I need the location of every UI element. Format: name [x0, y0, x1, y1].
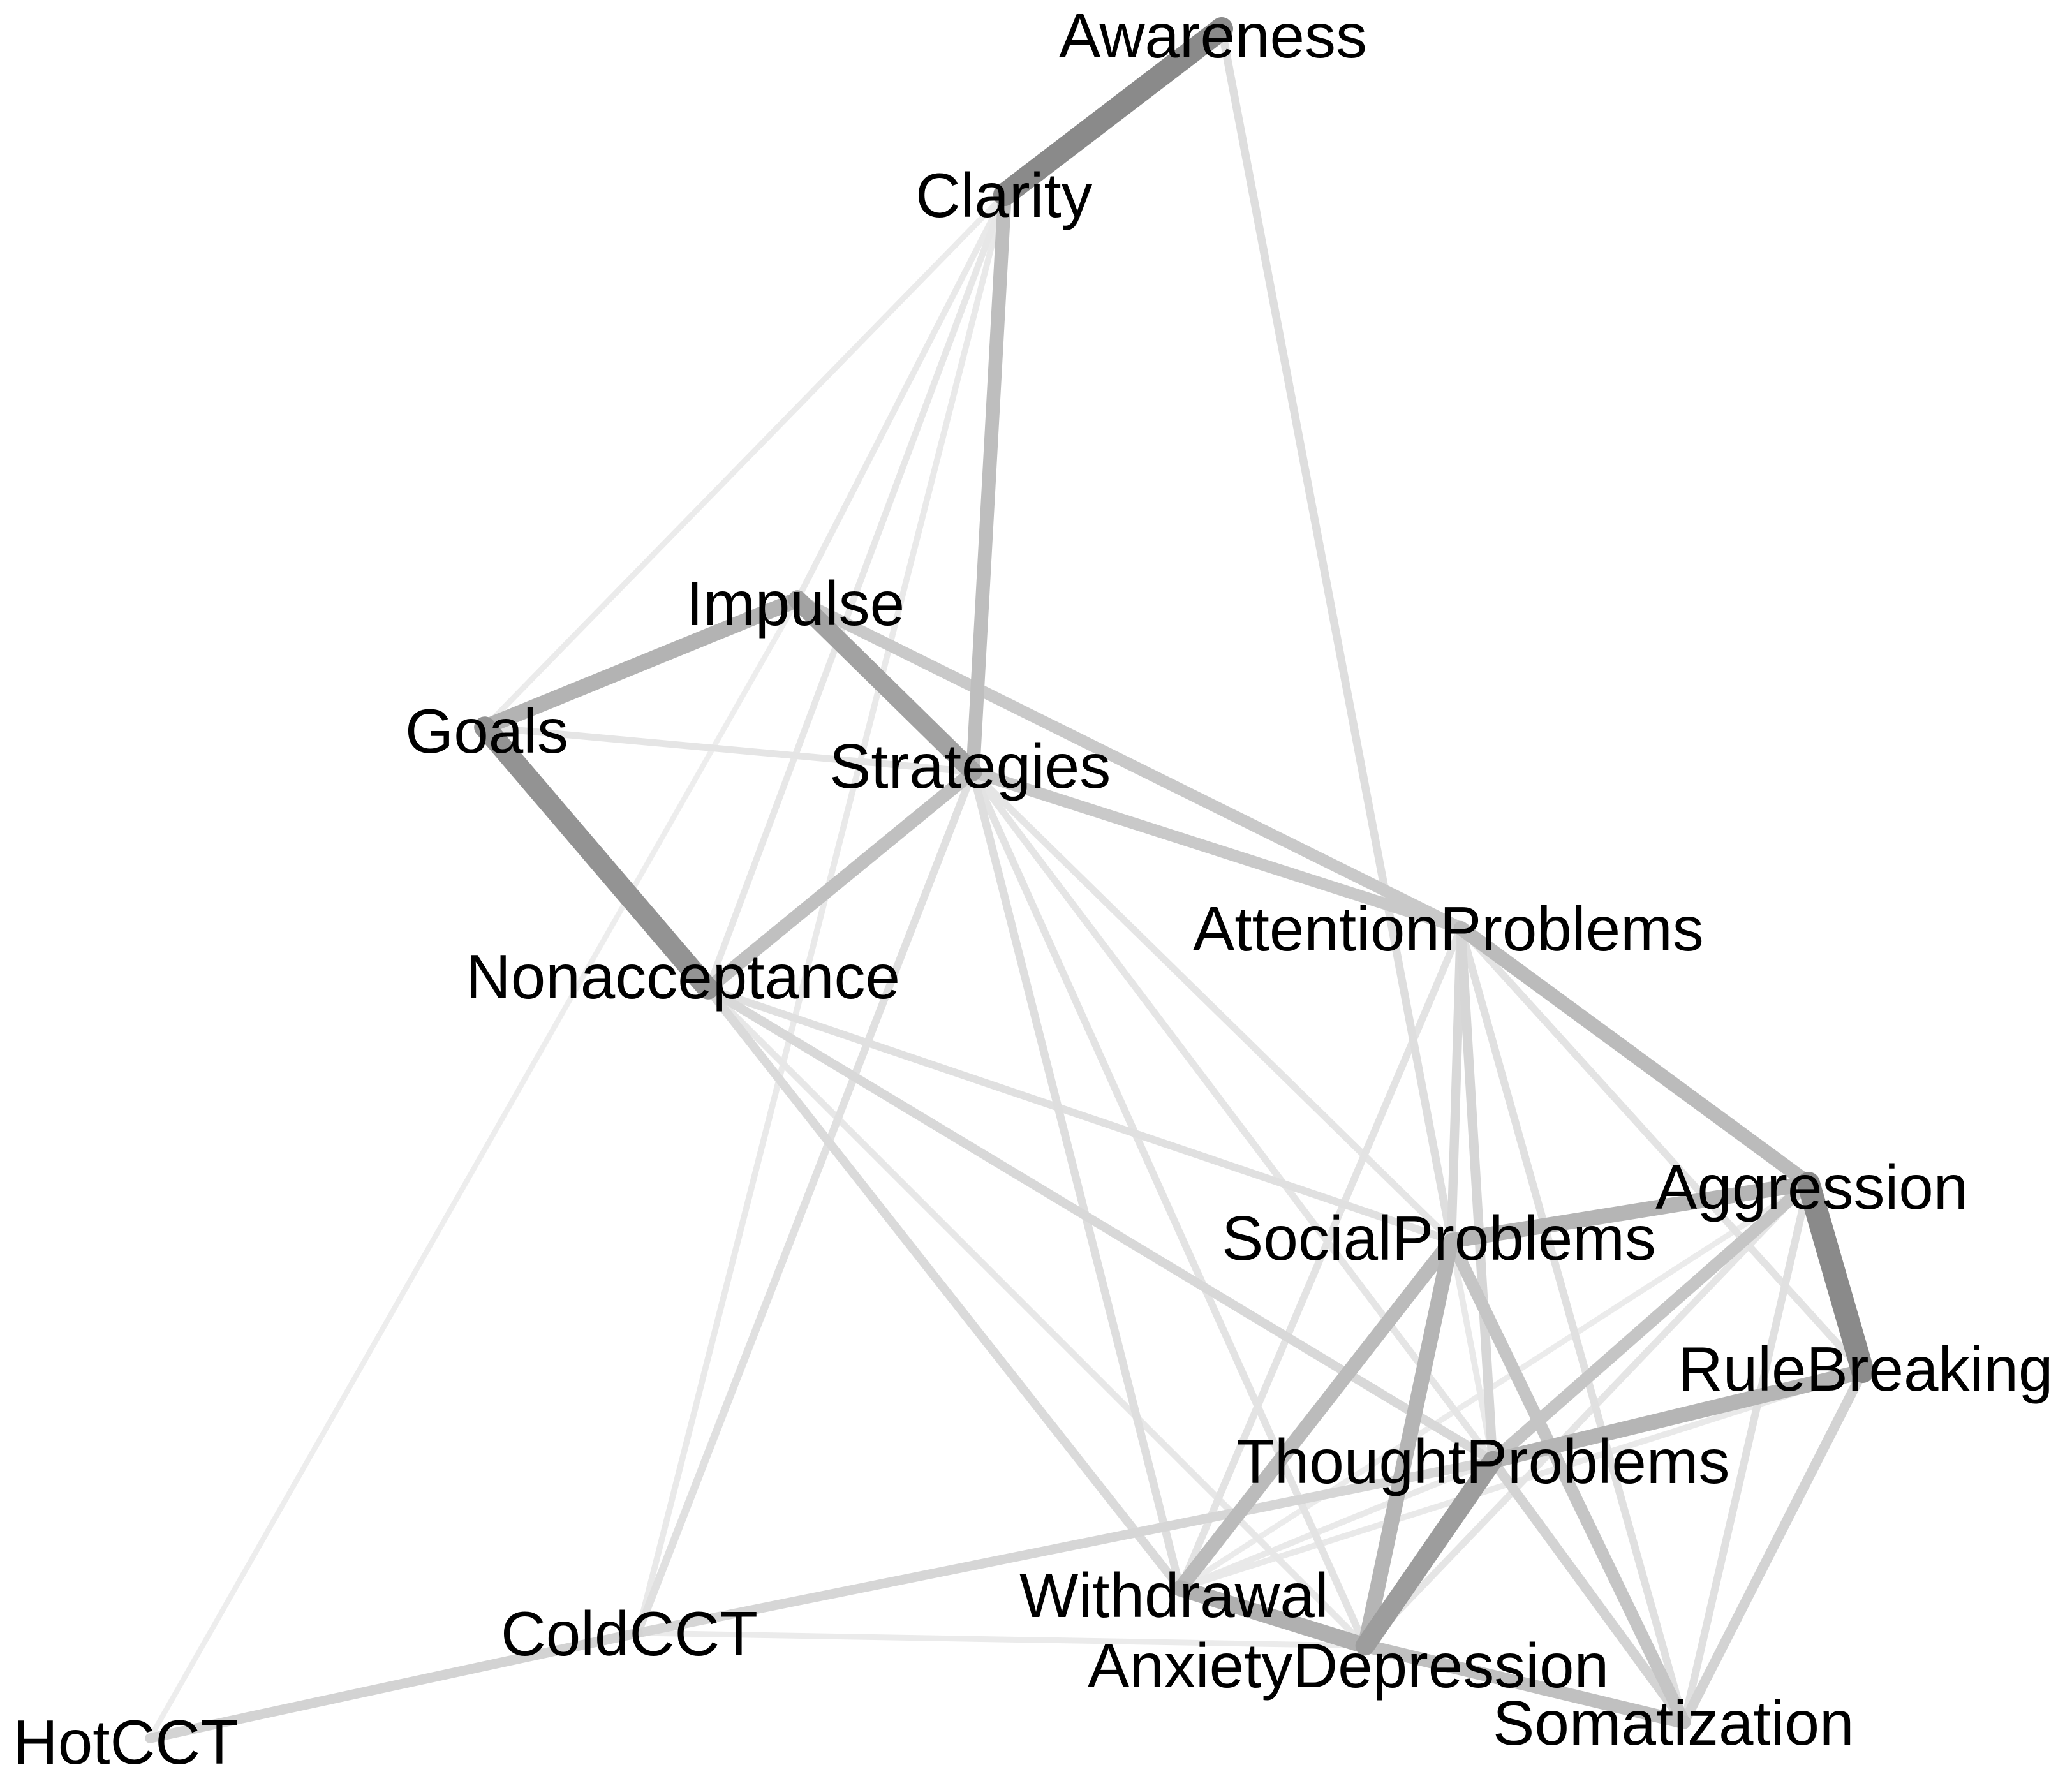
node-label-layer: Awareness Clarity Impulse Goals Strategi…	[13, 1, 2053, 1777]
edge-awareness-clarity	[993, 17, 1233, 206]
edge-clarity-coldcct	[635, 191, 1008, 1636]
edge-aggression-withdrawal	[1177, 1180, 1812, 1592]
edge-attentionproblems-somatization	[1457, 924, 1688, 1726]
node-clarity: Clarity	[915, 160, 1093, 230]
edge-strategies-withdrawal	[968, 767, 1185, 1593]
edge-layer	[145, 17, 1874, 1743]
node-somatization: Somatization	[1493, 1688, 1854, 1758]
edge-clarity-impulse	[794, 191, 1008, 603]
edge-withdrawal-anxietydepression	[1172, 1580, 1373, 1654]
node-goals: Goals	[405, 696, 568, 766]
edge-socialproblems-aggression	[1444, 1176, 1816, 1248]
edge-socialproblems-anxietydepression	[1358, 1233, 1459, 1653]
node-social-problems: SocialProblems	[1222, 1203, 1656, 1273]
edge-strategies-nonacceptance	[701, 765, 980, 996]
edge-clarity-goals	[482, 191, 1008, 730]
edge-thoughtproblems-withdrawal	[1177, 1458, 1496, 1592]
edge-impulse-strategies	[788, 590, 982, 781]
node-nonacceptance: Nonacceptance	[466, 942, 900, 1012]
edge-clarity-nonacceptance	[704, 191, 1009, 993]
node-cold-cct: ColdCCT	[501, 1599, 758, 1669]
node-thought-problems: ThoughtProblems	[1236, 1426, 1730, 1496]
node-anxiety-depression: AnxietyDepression	[1088, 1630, 1609, 1701]
edge-attentionproblems-rulebreaking	[1457, 924, 1867, 1375]
edge-rulebreaking-somatization	[1679, 1366, 1868, 1727]
node-strategies: Strategies	[829, 731, 1111, 801]
node-attention-problems: AttentionProblems	[1193, 894, 1704, 964]
edge-attentionproblems-thoughtproblems	[1456, 923, 1498, 1466]
edge-goals-impulse	[477, 591, 806, 735]
edge-thoughtproblems-anxietydepression	[1355, 1451, 1503, 1656]
edge-impulse-attentionproblems	[791, 593, 1467, 935]
edge-goals-nonacceptance	[474, 716, 719, 1000]
edge-coldcct-hotcct	[145, 1628, 643, 1743]
edge-impulse-hotcct	[147, 596, 801, 1741]
node-awareness: Awareness	[1059, 1, 1367, 71]
edge-coldcct-thoughtproblems	[633, 1456, 1498, 1638]
edge-goals-strategies	[481, 723, 977, 776]
edge-nonacceptance-socialproblems	[704, 985, 1455, 1245]
edge-strategies-attentionproblems	[966, 765, 1467, 935]
node-withdrawal: Withdrawal	[1019, 1560, 1329, 1630]
edge-coldcct-anxietydepression	[635, 1630, 1368, 1649]
edge-thoughtproblems-somatization	[1488, 1456, 1689, 1727]
edge-thoughtproblems-rulebreaking	[1485, 1364, 1870, 1468]
edge-aggression-anxietydepression	[1361, 1179, 1812, 1650]
edge-clarity-strategies	[966, 188, 1012, 779]
edge-aggression-somatization	[1680, 1179, 1812, 1726]
edge-attentionproblems-aggression	[1453, 920, 1816, 1191]
edge-aggression-rulebreaking	[1797, 1172, 1874, 1383]
edge-nonacceptance-anxietydepression	[704, 985, 1369, 1650]
edge-awareness-socialproblems	[1217, 24, 1456, 1245]
edge-socialproblems-somatization	[1445, 1234, 1691, 1729]
edge-socialproblems-withdrawal	[1173, 1233, 1459, 1596]
edge-anxietydepression-somatization	[1358, 1639, 1691, 1729]
node-hot-cct: HotCCT	[13, 1707, 239, 1777]
edge-thoughtproblems-aggression	[1486, 1177, 1815, 1467]
edge-strategies-socialproblems	[969, 768, 1455, 1245]
edge-nonacceptance-thoughtproblems	[703, 984, 1498, 1466]
node-rule-breaking: RuleBreaking	[1678, 1334, 2053, 1404]
node-aggression: Aggression	[1655, 1152, 1968, 1222]
edge-strategies-thoughtproblems	[969, 768, 1497, 1465]
edge-strategies-coldcct	[634, 768, 977, 1637]
node-impulse: Impulse	[686, 568, 905, 639]
edge-nonacceptance-withdrawal	[704, 984, 1185, 1593]
